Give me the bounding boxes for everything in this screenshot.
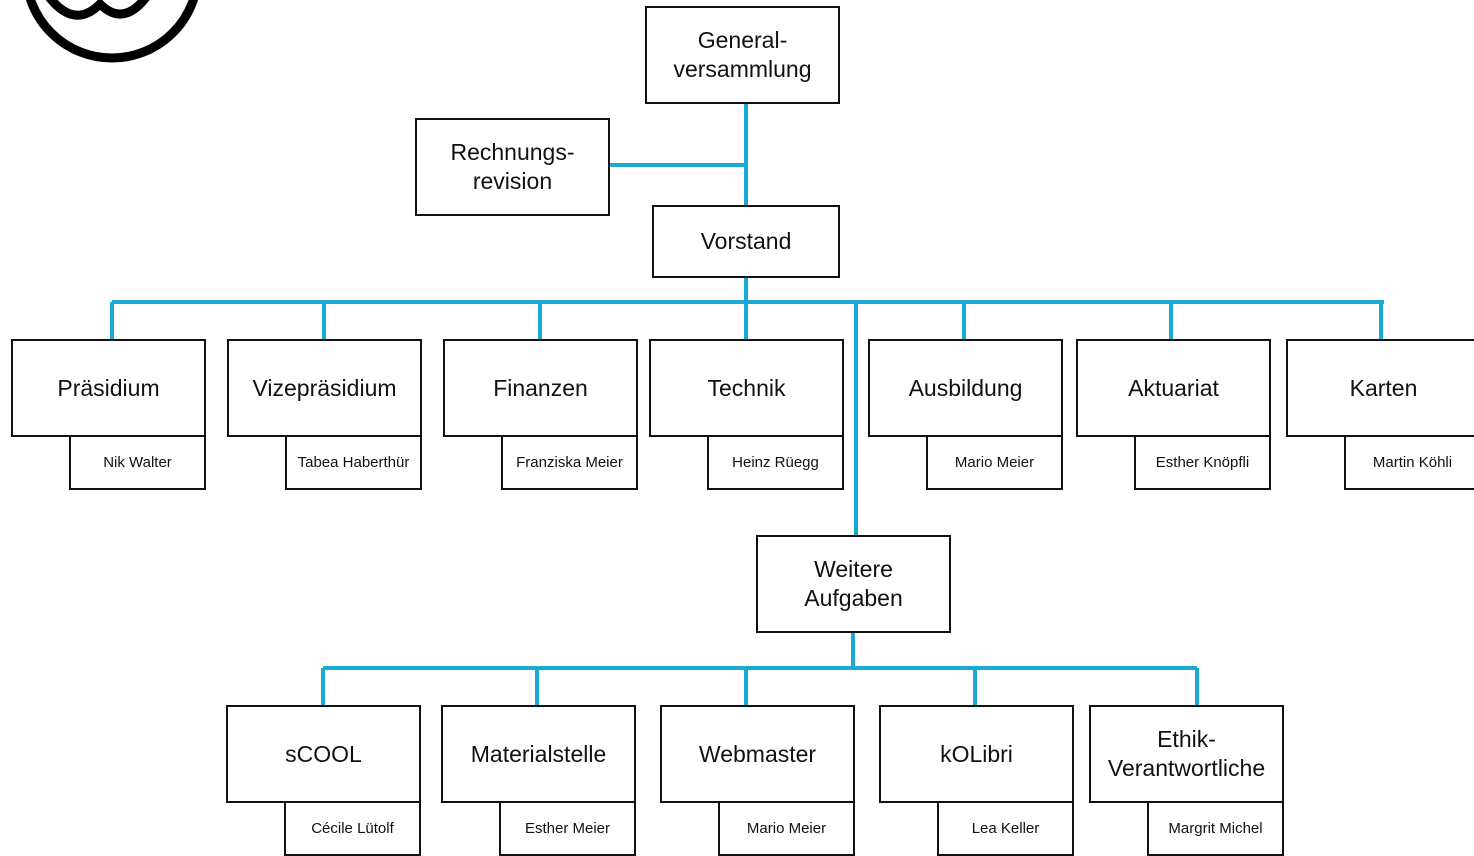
department-title-box: Vizepräsidium (227, 339, 422, 437)
department-person-box: Tabea Haberthür (285, 437, 422, 490)
rechnungsrevision-label-1: Rechnungs- (450, 139, 575, 165)
generalversammlung-label-2: versammlung (673, 56, 812, 82)
rechnungsrevision-label-2: revision (472, 168, 553, 194)
department-person: Tabea Haberthür (297, 454, 410, 471)
department-title: Vizepräsidium (252, 374, 397, 401)
department-person: Franziska Meier (516, 454, 623, 471)
department-person-box: Franziska Meier (501, 437, 638, 490)
task-title-line-1: Ethik- (1157, 726, 1216, 752)
department-person-box: Nik Walter (69, 437, 206, 490)
task-person-box: Mario Meier (718, 803, 855, 856)
task-person-box: Lea Keller (937, 803, 1074, 856)
department-title: Finanzen (493, 374, 588, 401)
department-person-box: Esther Knöpfli (1134, 437, 1271, 490)
task-title-box: Materialstelle (441, 705, 636, 803)
task-person-box: Esther Meier (499, 803, 636, 856)
department-title-box: Ausbildung (868, 339, 1063, 437)
task-person: Esther Meier (524, 820, 611, 837)
department-person: Martin Köhli (1372, 454, 1453, 471)
department-title: Aktuariat (1128, 374, 1219, 401)
task-title: sCOOL (285, 740, 362, 767)
department-person-box: Mario Meier (926, 437, 1063, 490)
department-title: Technik (707, 374, 786, 401)
task-person-box: Cécile Lütolf (284, 803, 421, 856)
department-person: Esther Knöpfli (1155, 454, 1250, 471)
department-title-box: Aktuariat (1076, 339, 1271, 437)
task-person-box: Margrit Michel (1147, 803, 1284, 856)
task-person: Mario Meier (746, 820, 827, 837)
generalversammlung-label-1: General- (697, 27, 788, 53)
department-person: Nik Walter (103, 454, 172, 471)
department-person: Mario Meier (954, 454, 1035, 471)
club-logo-icon (25, 0, 199, 63)
department-title: Ausbildung (908, 374, 1023, 401)
vorstand-box: Vorstand (652, 205, 840, 278)
department-title: Präsidium (57, 374, 160, 401)
weitere-aufgaben-label-2: Aufgaben (804, 585, 903, 611)
department-person: Heinz Rüegg (732, 454, 819, 471)
rechnungsrevision-box: Rechnungs- revision (415, 118, 610, 216)
task-title: kOLibri (940, 740, 1013, 767)
department-title: Karten (1349, 374, 1418, 401)
task-title-box: kOLibri (879, 705, 1074, 803)
task-title-line-2: Verantwortliche (1107, 755, 1266, 781)
weitere-aufgaben-label-1: Weitere (814, 556, 893, 582)
task-person: Margrit Michel (1168, 820, 1263, 837)
task-person: Cécile Lütolf (311, 820, 394, 837)
task-person: Lea Keller (971, 820, 1040, 837)
department-title-box: Finanzen (443, 339, 638, 437)
vorstand-label: Vorstand (700, 228, 792, 254)
department-person-box: Heinz Rüegg (707, 437, 844, 490)
task-title: Webmaster (698, 740, 817, 767)
department-title-box: Karten (1286, 339, 1474, 437)
generalversammlung-box: General- versammlung (645, 6, 840, 104)
department-person-box: Martin Köhli (1344, 437, 1474, 490)
task-title-box: Ethik- Verantwortliche (1089, 705, 1284, 803)
department-title-box: Technik (649, 339, 844, 437)
weitere-aufgaben-box: Weitere Aufgaben (756, 535, 951, 633)
task-title-box: sCOOL (226, 705, 421, 803)
task-title: Materialstelle (470, 740, 607, 767)
task-title-box: Webmaster (660, 705, 855, 803)
department-title-box: Präsidium (11, 339, 206, 437)
